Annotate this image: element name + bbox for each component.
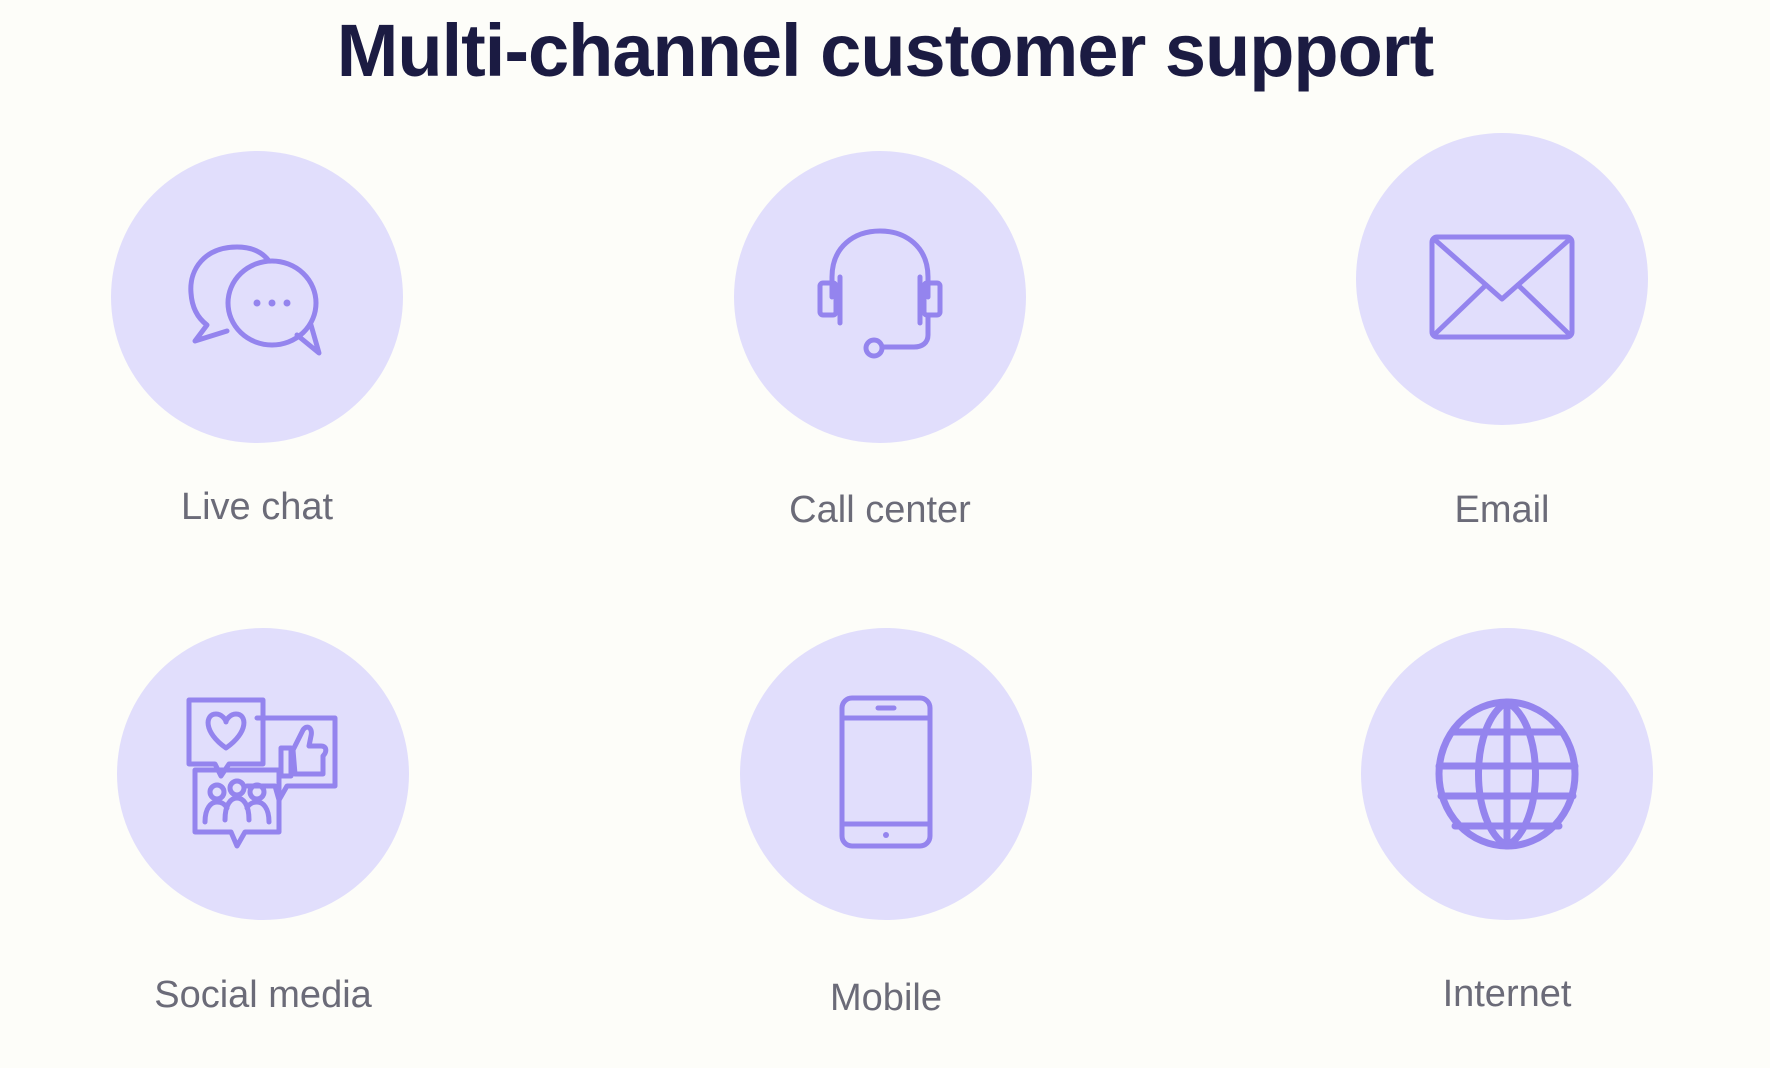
channel-label-live-chat: Live chat xyxy=(180,486,334,528)
channel-mobile xyxy=(740,628,1032,920)
channel-label-call-center: Call center xyxy=(789,489,971,531)
channel-label-internet: Internet xyxy=(1442,973,1572,1015)
channel-live-chat xyxy=(111,151,403,443)
headset-icon xyxy=(817,228,943,359)
social-media-icon xyxy=(186,697,338,849)
page-title: Multi-channel customer support xyxy=(336,9,1435,92)
channel-internet xyxy=(1361,628,1653,920)
channel-label-mobile: Mobile xyxy=(830,977,942,1019)
envelope-icon xyxy=(1429,234,1575,340)
channel-label-email: Email xyxy=(1454,489,1550,531)
smartphone-icon xyxy=(839,695,933,849)
channel-email xyxy=(1356,133,1648,425)
channel-call-center xyxy=(734,151,1026,443)
globe-icon xyxy=(1435,698,1579,850)
channel-label-social-media: Social media xyxy=(154,974,372,1016)
chat-bubbles-icon xyxy=(188,244,322,356)
channel-social-media xyxy=(117,628,409,920)
